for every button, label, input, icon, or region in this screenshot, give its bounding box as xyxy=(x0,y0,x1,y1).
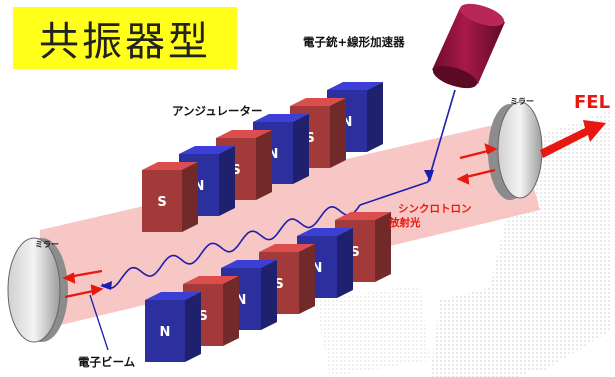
upper-magnet-pole-label: S xyxy=(305,131,314,146)
upper-magnet-pole-label: N xyxy=(268,147,279,162)
diagram-title: 共振器型 xyxy=(39,19,211,65)
left-mirror-label: ミラー xyxy=(35,240,59,249)
electron-beam-label: 電子ビーム xyxy=(78,355,136,369)
lower-magnet-1: N xyxy=(145,292,201,362)
fel-output-arrow xyxy=(540,120,606,158)
undulator-label: アンジュレーター xyxy=(172,104,263,118)
lower-magnet-pole-label: N xyxy=(160,325,171,340)
lower-magnet-row: S N S N S N xyxy=(145,212,391,362)
electron-bend-line xyxy=(359,181,429,206)
injection-arrowhead xyxy=(424,170,434,182)
electron-injection-line xyxy=(427,89,456,183)
left-mirror xyxy=(7,237,68,343)
upper-magnet-pole-label: N xyxy=(342,115,353,130)
lower-magnet-pole-label: S xyxy=(274,277,283,292)
lower-magnet-pole-label: S xyxy=(350,245,359,260)
background-grid xyxy=(315,110,612,377)
round-trip-arrows xyxy=(62,143,498,299)
upper-magnet-pole-label: N xyxy=(194,179,205,194)
electron-direction-arrowhead xyxy=(100,281,112,290)
upper-magnet-1: S xyxy=(142,162,198,232)
electron-gun xyxy=(432,3,505,89)
upper-magnet-row: N S N S N S xyxy=(142,82,383,232)
title-background xyxy=(13,7,237,69)
upper-magnet-pole-label: S xyxy=(157,195,166,210)
synchrotron-label-line2: 放射光 xyxy=(388,216,421,229)
optical-beam xyxy=(40,120,540,330)
lower-magnet-pole-label: N xyxy=(236,293,247,308)
upper-magnet-6: N xyxy=(327,82,383,152)
synchrotron-label-line1: シンクロトロン xyxy=(398,203,472,215)
lower-magnet-pole-label: S xyxy=(198,309,207,324)
electron-beam-path xyxy=(101,204,361,290)
electron-gun-label: 電子銃+線形加速器 xyxy=(303,35,405,49)
right-mirror xyxy=(488,101,543,200)
upper-magnet-pole-label: S xyxy=(231,163,240,178)
fel-label: FEL xyxy=(574,92,610,113)
electron-beam-pointer xyxy=(89,294,109,351)
lower-magnet-pole-label: N xyxy=(312,261,323,276)
right-mirror-label: ミラー xyxy=(510,97,534,106)
